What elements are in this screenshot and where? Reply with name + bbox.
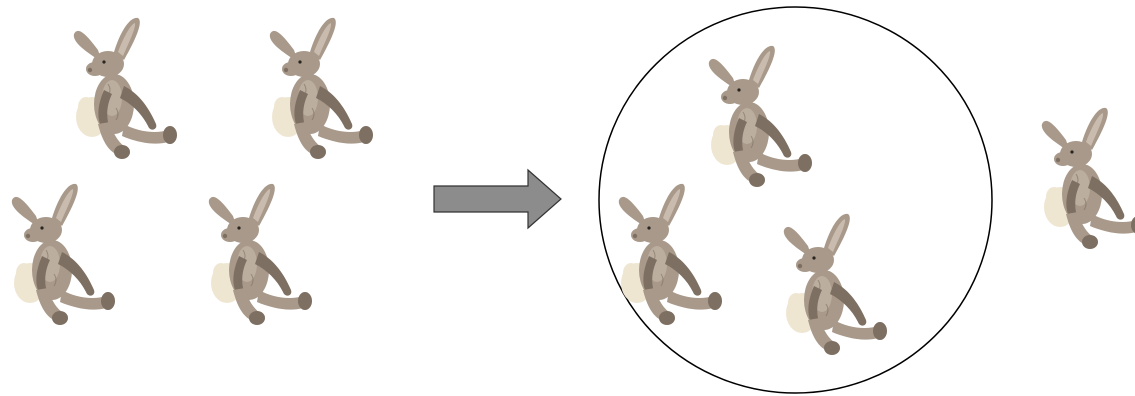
rabbit-icon [203,178,315,328]
rabbit-icon [613,178,725,328]
rabbit-icon [1036,102,1135,252]
rabbit-icon [703,40,815,190]
rabbit-icon [778,208,890,358]
rabbit-icon [264,12,376,162]
rabbit-icon [6,178,118,328]
right-arrow-icon [432,168,564,230]
rabbit-icon [68,12,180,162]
